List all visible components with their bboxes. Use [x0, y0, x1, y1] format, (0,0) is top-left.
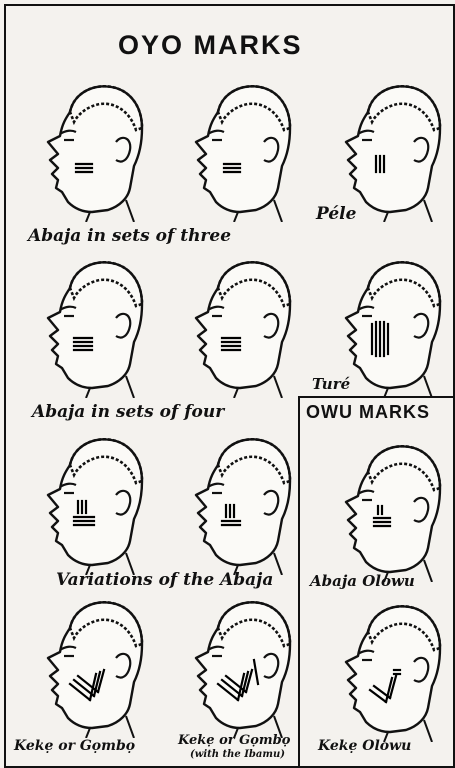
- head-profile-drawing: [328, 72, 448, 222]
- head-profile-drawing: [178, 588, 298, 738]
- caption-keke-gombo-ibamu-line2: (with the Ibamu): [190, 749, 285, 760]
- face-outline: [196, 262, 290, 388]
- owu-marks-title: OWU MARKS: [306, 402, 430, 423]
- head-profile-drawing: [178, 72, 298, 222]
- head-pele: [328, 72, 448, 222]
- caption-keke-olowu: Kekẹ Olowu: [318, 738, 411, 754]
- face-outline: [48, 262, 142, 388]
- face-outline: [48, 602, 142, 728]
- head-profile-drawing: [30, 588, 150, 738]
- face-outline: [48, 439, 142, 565]
- head-keke-gombo: [30, 588, 150, 738]
- head-profile-drawing: [30, 425, 150, 575]
- caption-abaja-olowu: Abaja Olowu: [310, 572, 415, 590]
- head-abaja-four-b: [178, 248, 298, 398]
- head-profile-drawing: [30, 72, 150, 222]
- caption-keke-gombo: Kekẹ or Gọmbọ: [14, 738, 135, 754]
- head-abaja-four-a: [30, 248, 150, 398]
- face-outline: [196, 439, 290, 565]
- caption-keke-gombo-ibamu-line1: Kekẹ or Gọmbọ: [178, 733, 290, 748]
- caption-variations: Variations of the Abaja: [56, 570, 273, 590]
- caption-pele: Péle: [316, 204, 356, 224]
- head-abaja-three-a: [30, 72, 150, 222]
- head-abaja-three-b: [178, 72, 298, 222]
- head-variation-a: [30, 425, 150, 575]
- head-keke-olowu: [328, 592, 448, 742]
- head-abaja-olowu: [328, 432, 448, 582]
- head-profile-drawing: [178, 248, 298, 398]
- face-outline: [346, 86, 440, 212]
- head-profile-drawing: [328, 432, 448, 582]
- caption-ture: Turé: [312, 375, 350, 393]
- head-keke-gombo-ibamu: [178, 588, 298, 738]
- face-outline: [346, 446, 440, 572]
- head-profile-drawing: [178, 425, 298, 575]
- head-profile-drawing: [328, 592, 448, 742]
- face-outline: [48, 86, 142, 212]
- caption-abaja-three: Abaja in sets of three: [28, 226, 231, 246]
- face-outline: [346, 262, 440, 388]
- head-variation-b: [178, 425, 298, 575]
- face-outline: [196, 602, 290, 728]
- caption-abaja-four: Abaja in sets of four: [32, 402, 224, 422]
- oyo-marks-title: OYO MARKS: [118, 30, 303, 61]
- head-profile-drawing: [30, 248, 150, 398]
- face-outline: [196, 86, 290, 212]
